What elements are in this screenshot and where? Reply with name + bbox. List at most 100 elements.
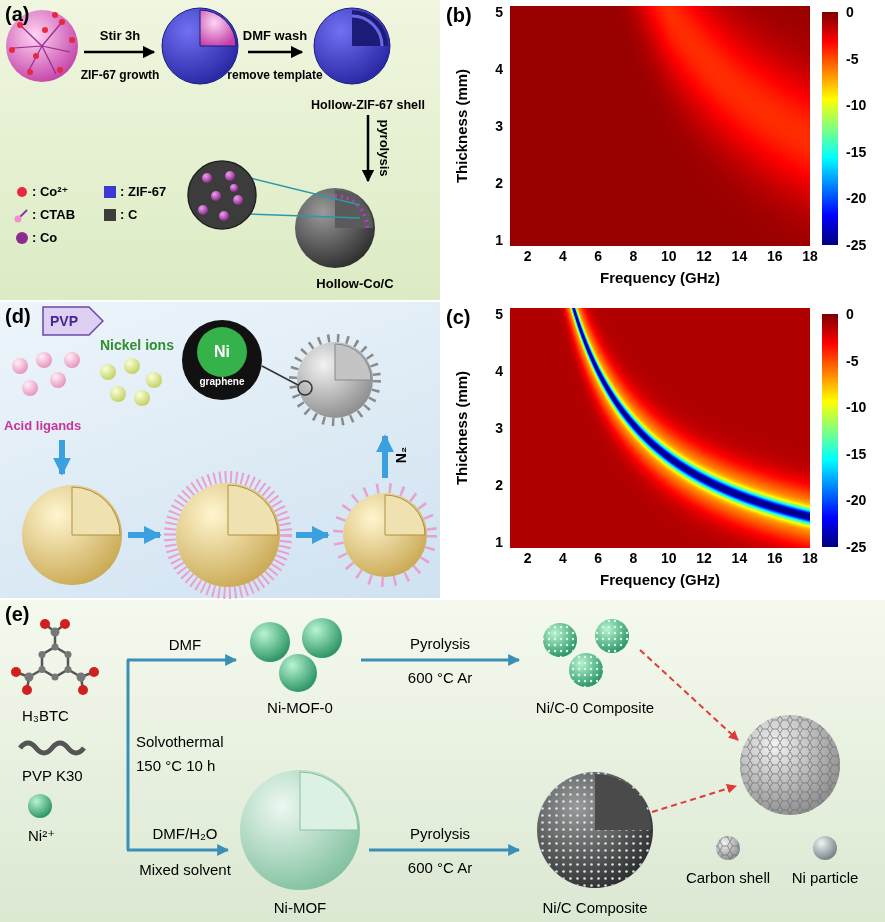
- tick-label: 5: [495, 306, 503, 322]
- ni-ion-ball: [28, 794, 52, 818]
- colorbar-label: -10: [846, 97, 866, 113]
- tick-label: 2: [524, 550, 532, 566]
- tick-label: 3: [495, 420, 503, 436]
- reagent-label: Acid ligands: [4, 419, 81, 434]
- part-label: Ni particle: [792, 869, 859, 886]
- condition-label: DMF: [169, 636, 202, 653]
- edge-label: pyrolysis: [377, 119, 392, 176]
- legend-dot: [17, 187, 27, 197]
- tick-label: 1: [495, 232, 503, 248]
- mof-coated-sphere: [170, 477, 286, 593]
- tick-label: 6: [594, 248, 602, 264]
- process-arrow: [382, 436, 388, 478]
- colorbar-label: -5: [846, 353, 858, 369]
- edge-label: Pyrolysis: [410, 635, 470, 652]
- sphere-caption: Hollow-Co/C: [316, 277, 393, 292]
- hollow-co-c-shell: [295, 188, 375, 268]
- tick-label: 16: [767, 550, 783, 566]
- process-arrow: [248, 51, 302, 54]
- hollow-zif-shell-node: Hollow-ZIF-67 shell: [296, 2, 440, 114]
- legend-text: : Co: [32, 231, 57, 246]
- reagent-label: PVP K30: [22, 767, 83, 784]
- ni-graphene-sphere: [262, 338, 377, 422]
- tick-label: 2: [524, 248, 532, 264]
- tick-label: 3: [495, 118, 503, 134]
- ni-mof-node: Ni-MOF: [232, 762, 368, 918]
- legend-square: [104, 209, 116, 221]
- tick-label: 10: [661, 248, 677, 264]
- colorbar-label: -25: [846, 539, 866, 555]
- sample-name: Ni/C Composite: [542, 899, 647, 916]
- tick-label: 4: [495, 363, 503, 379]
- edge-label: Pyrolysis: [410, 825, 470, 842]
- panel-letter: (a): [5, 3, 29, 26]
- ctab-symbol: [14, 207, 30, 223]
- btc-molecule: [11, 619, 99, 695]
- tick-label: 4: [559, 248, 567, 264]
- tick-label: 14: [732, 550, 748, 566]
- zoom-arrow: [640, 650, 738, 740]
- step-label: ZIF-67 growth: [81, 69, 160, 83]
- heatmap: [510, 6, 810, 246]
- part-label: Carbon shell: [686, 869, 770, 886]
- hollow-zif-shell: [314, 8, 390, 84]
- step-label: DMF wash: [243, 29, 307, 44]
- colorbar-label: -15: [846, 446, 866, 462]
- gas-label: N₂: [393, 447, 409, 463]
- legend-text: : CTAB: [32, 208, 75, 223]
- tick-label: 6: [594, 550, 602, 566]
- ni-c-0-node: Ni/C-0 Composite: [520, 612, 670, 718]
- carbon-shell-icon: [716, 836, 740, 860]
- tick-label: 4: [559, 550, 567, 566]
- sparse-rod-sphere: [338, 488, 432, 582]
- panel-letter: (d): [5, 305, 31, 328]
- process-arrow: [361, 659, 519, 662]
- legend-text: : ZIF-67: [120, 185, 166, 200]
- tick-label: 2: [495, 477, 503, 493]
- ni-c-0-balls: [543, 619, 629, 687]
- reagent-label: Ni²⁺: [28, 827, 55, 844]
- sample-name: Ni-MOF: [274, 899, 327, 916]
- tick-label: 2: [495, 175, 503, 191]
- tick-label: 5: [495, 4, 503, 20]
- tick-label: 18: [802, 248, 818, 264]
- heatmap: [510, 308, 810, 548]
- step-label: remove template: [227, 69, 322, 83]
- axis-title: Thickness (mm): [453, 371, 470, 485]
- ni-mof-sphere: [240, 770, 360, 890]
- process-arrow: [369, 849, 519, 852]
- colorbar-label: -25: [846, 237, 866, 253]
- colorbar: [822, 314, 838, 547]
- condition-label: Solvothermal: [136, 733, 224, 750]
- panel-d: (d)PVPNigraphene: [0, 302, 440, 598]
- inset-text: graphene: [199, 376, 244, 388]
- ni-mof-0-balls: [250, 618, 342, 692]
- zif67-coated-sphere: [162, 8, 238, 84]
- sample-name: Ni/C-0 Composite: [536, 699, 654, 716]
- zoom-arrow: [652, 786, 736, 812]
- ni-c-node: Ni/C Composite: [520, 762, 670, 918]
- reagent-name: PVP: [50, 313, 78, 329]
- tick-label: 10: [661, 550, 677, 566]
- sphere-caption: Hollow-ZIF-67 shell: [311, 98, 425, 112]
- tick-label: 14: [732, 248, 748, 264]
- pvp-chain: [20, 743, 84, 753]
- panel-a: (a) Hollow-ZIF-67 shellHollow-Co/C: [0, 0, 440, 300]
- legend-text: : C: [120, 208, 137, 223]
- ctab-head: [15, 216, 22, 223]
- colorbar: [822, 12, 838, 245]
- template-sphere: [22, 485, 122, 585]
- reagent-label: Nickel ions: [100, 337, 174, 353]
- legend-dot: [16, 232, 28, 244]
- process-arrow: [84, 51, 154, 54]
- colorbar-label: -5: [846, 51, 858, 67]
- colorbar-label: -10: [846, 399, 866, 415]
- axis-title: Frequency (GHz): [600, 571, 720, 588]
- condition-label: 150 °C 10 h: [136, 757, 215, 774]
- reagent-label: H₃BTC: [22, 707, 69, 724]
- legend-square: [104, 186, 116, 198]
- panel-letter: (c): [446, 306, 470, 329]
